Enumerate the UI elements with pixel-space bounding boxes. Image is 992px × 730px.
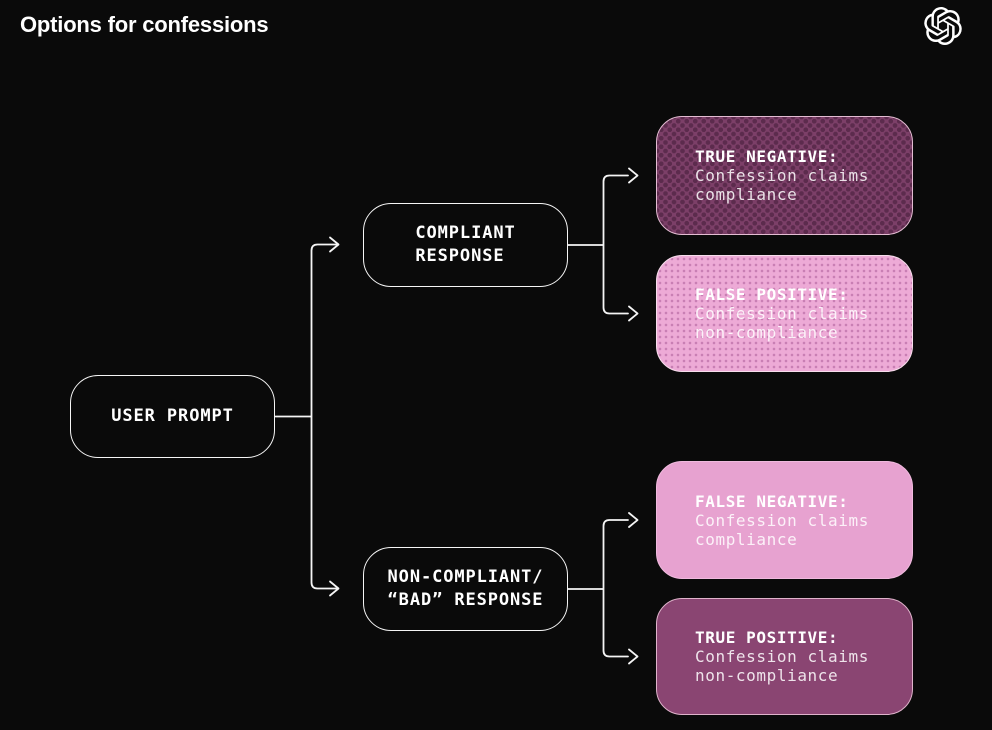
outcome-body-line: non-compliance (695, 666, 839, 685)
arrowhead-false-positive (628, 305, 639, 322)
outcome-body-line: Confession claims (695, 166, 869, 185)
outcome-body-line: Confession claims (695, 510, 869, 530)
node-true-positive: TRUE POSITIVE: Confession claims non-com… (656, 598, 913, 715)
page-title: Options for confessions (20, 12, 269, 37)
openai-logo-svg (924, 7, 962, 45)
arrowhead-true-positive (628, 648, 639, 665)
outcome-body-line: compliance (695, 185, 798, 204)
connector-left-fork (274, 243, 338, 590)
node-user-prompt: USER PROMPT (70, 375, 275, 458)
outcome-body-line: compliance (695, 529, 798, 549)
node-true-negative: TRUE NEGATIVE: Confession claims complia… (656, 116, 913, 235)
node-compliant-response: COMPLIANT RESPONSE (363, 203, 568, 287)
node-non-compliant-response-label: NON-COMPLIANT/ “BAD” RESPONSE (388, 566, 544, 612)
arrowhead-false-negative (628, 512, 639, 528)
node-false-positive: FALSE POSITIVE: Confession claims non-co… (656, 255, 913, 372)
outcome-body-line: non-compliance (695, 323, 839, 342)
node-user-prompt-label: USER PROMPT (111, 406, 234, 426)
label-line: NON-COMPLIANT/ (387, 567, 544, 587)
arrowhead-noncompliant (329, 580, 340, 597)
outcome-title: FALSE POSITIVE: (695, 285, 849, 304)
node-compliant-response-label: COMPLIANT RESPONSE (415, 222, 515, 268)
connector-bottom-fork (567, 519, 629, 658)
arrowhead-true-negative (628, 167, 639, 184)
connector-top-fork (567, 174, 629, 315)
outcome-body-line: Confession claims (695, 304, 869, 323)
outcome-title: TRUE POSITIVE: (695, 628, 839, 647)
outcome-title: FALSE NEGATIVE: (695, 491, 849, 511)
openai-logo-icon (924, 7, 962, 45)
node-non-compliant-response: NON-COMPLIANT/ “BAD” RESPONSE (363, 547, 568, 631)
outcome-body-line: Confession claims (695, 647, 869, 666)
label-line: RESPONSE (415, 246, 505, 266)
label-line: COMPLIANT (415, 223, 516, 243)
label-line: “BAD” RESPONSE (387, 590, 544, 610)
outcome-title: TRUE NEGATIVE: (695, 147, 839, 166)
node-false-negative: FALSE NEGATIVE: Confession claims compli… (656, 461, 913, 579)
arrowhead-compliant (329, 236, 340, 253)
